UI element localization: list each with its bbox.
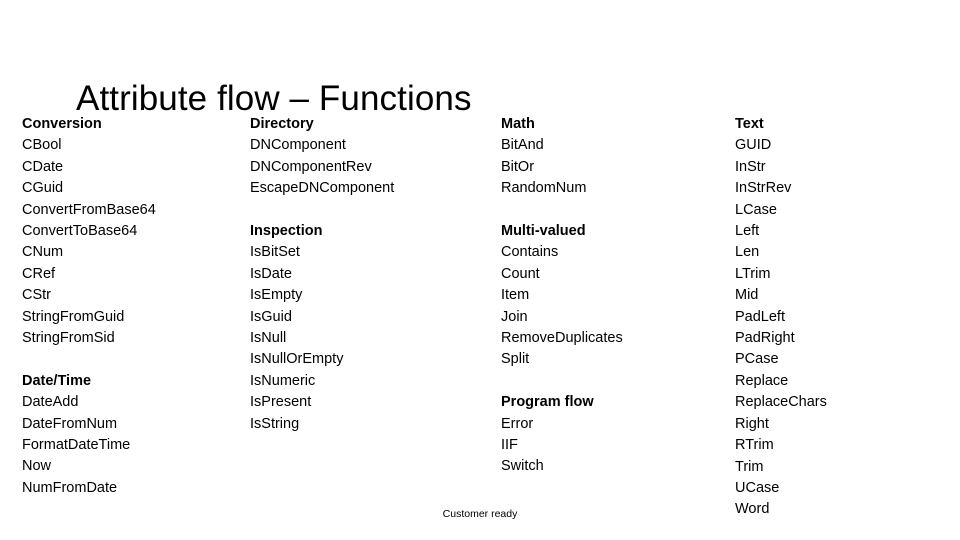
- function-name: Word: [735, 501, 770, 518]
- function-name: DateFromNum: [22, 415, 118, 432]
- function-name: Mid: [735, 287, 759, 304]
- function-name: IIF: [501, 437, 518, 454]
- function-name: DNComponentRev: [250, 158, 372, 175]
- function-name: InStr: [735, 158, 766, 175]
- function-name: Split: [501, 351, 530, 368]
- function-name: CDate: [22, 158, 64, 175]
- function-name: LTrim: [735, 265, 771, 282]
- function-name: Trim: [735, 458, 764, 475]
- function-name: LCase: [735, 201, 777, 218]
- function-name: IsString: [250, 415, 300, 432]
- function-name: Replace: [735, 372, 789, 389]
- function-name: ConvertToBase64: [22, 223, 138, 240]
- function-name: IsNumeric: [250, 372, 316, 389]
- page-title: Attribute flow – Functions: [76, 79, 472, 119]
- function-name: BitAnd: [501, 137, 544, 154]
- function-name: CGuid: [22, 180, 64, 197]
- function-name: StringFromSid: [22, 330, 115, 347]
- function-name: CNum: [22, 244, 64, 261]
- function-name: BitOr: [501, 158, 535, 175]
- function-name: Count: [501, 265, 540, 282]
- function-name: CBool: [22, 137, 62, 154]
- function-name: RemoveDuplicates: [501, 330, 623, 347]
- function-group-heading: Directory: [250, 116, 314, 132]
- function-group-heading: Inspection: [250, 223, 323, 240]
- function-name: FormatDateTime: [22, 437, 131, 454]
- function-name: UCase: [735, 479, 780, 496]
- function-name: Now: [22, 458, 52, 475]
- function-name: RTrim: [735, 437, 774, 454]
- function-name: Right: [735, 415, 769, 432]
- function-name: Switch: [501, 458, 544, 475]
- function-name: Len: [735, 244, 760, 261]
- function-name: IsPresent: [250, 394, 312, 411]
- function-name: NumFromDate: [22, 479, 118, 496]
- function-group-heading: Date/Time: [22, 372, 92, 389]
- function-name: IsGuid: [250, 308, 292, 325]
- function-name: IsNull: [250, 330, 287, 347]
- function-name: IsDate: [250, 265, 292, 282]
- function-name: PadRight: [735, 330, 795, 347]
- function-name: DateAdd: [22, 394, 79, 411]
- function-name: EscapeDNComponent: [250, 180, 395, 197]
- function-name: IsBitSet: [250, 244, 300, 261]
- function-name: Error: [501, 415, 534, 432]
- function-name: RandomNum: [501, 180, 587, 197]
- function-name: DNComponent: [250, 137, 346, 154]
- function-group-heading: Math: [501, 116, 535, 132]
- function-name: Left: [735, 223, 760, 240]
- function-group-heading: Conversion: [22, 116, 102, 132]
- function-name: PCase: [735, 351, 779, 368]
- function-group-heading: Program flow: [501, 394, 594, 411]
- function-name: ReplaceChars: [735, 394, 827, 411]
- function-name: PadLeft: [735, 308, 785, 325]
- function-group-heading: Multi-valued: [501, 223, 586, 240]
- function-name: InStrRev: [735, 180, 792, 197]
- function-name: Item: [501, 287, 530, 304]
- function-name: IsNullOrEmpty: [250, 351, 344, 368]
- function-name: IsEmpty: [250, 287, 303, 304]
- function-group-heading: Text: [735, 116, 764, 132]
- function-name: Join: [501, 308, 528, 325]
- function-name: GUID: [735, 137, 772, 154]
- function-name: CRef: [22, 265, 56, 282]
- function-name: StringFromGuid: [22, 308, 125, 325]
- function-name: Contains: [501, 244, 559, 261]
- footer-note: Customer ready: [442, 508, 518, 520]
- function-name: ConvertFromBase64: [22, 201, 156, 218]
- function-name: CStr: [22, 287, 51, 304]
